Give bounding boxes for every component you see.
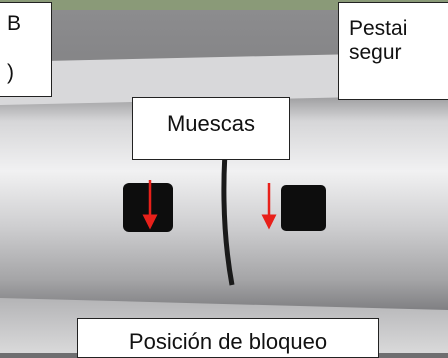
lock-position-callout: Posición de bloqueo [77,318,379,358]
right-callout-line1: Pestai [349,17,408,40]
lock-position-label: Posición de bloqueo [128,329,328,354]
upper-housing [0,52,448,110]
left-callout-line1: B [7,12,22,35]
notches-label: Muescas [166,111,256,136]
notches-callout: Muescas [132,97,290,160]
right-callout-line2: segur [349,41,402,65]
top-strip [0,0,448,10]
left-notch [123,183,173,232]
left-callout-line2: ) [7,61,14,85]
right-notch [281,185,326,231]
left-callout: B ) [0,2,52,97]
right-callout: Pestai segur [338,2,448,100]
